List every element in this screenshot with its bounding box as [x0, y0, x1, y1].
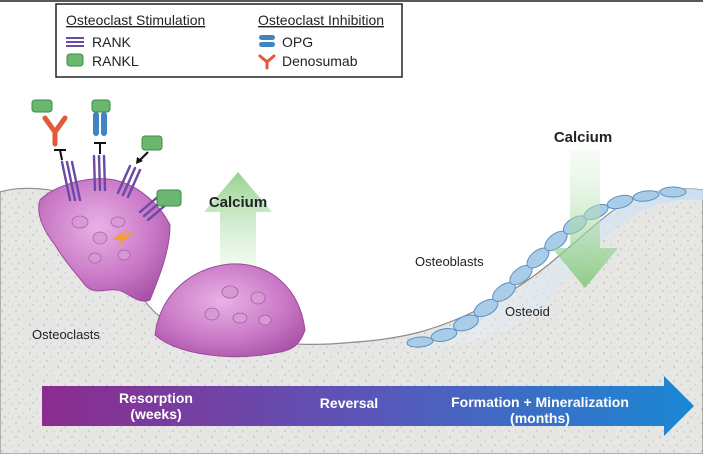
timeline-resorption-label: Resorption	[119, 390, 193, 406]
calcium-release-arrow	[204, 172, 272, 265]
legend-rankl-label: RANKL	[92, 53, 139, 69]
timeline-arrow	[42, 376, 694, 436]
activation-spark-icon	[112, 228, 134, 248]
legend-denosumab-label: Denosumab	[282, 53, 358, 69]
legend-opg-label: OPG	[282, 34, 313, 50]
timeline-formation-duration: (months)	[510, 410, 570, 426]
osteoid-layer	[400, 188, 703, 348]
rankl-ligand-icon	[66, 53, 84, 67]
osteoclast-cell-resting	[154, 263, 306, 358]
calcium-release-label: Calcium	[209, 194, 267, 211]
osteoclasts-label: Osteoclasts	[32, 327, 100, 342]
legend-rank-label: RANK	[92, 34, 132, 50]
legend-box	[55, 3, 403, 78]
timeline-resorption-duration: (weeks)	[130, 406, 181, 422]
resting-osteoclast-nuclei	[204, 285, 272, 326]
timeline-formation-label: Formation + Mineralization	[451, 394, 629, 410]
inhibition-markers	[54, 142, 106, 161]
osteoid-label: Osteoid	[505, 304, 550, 319]
opg-molecule	[91, 99, 111, 136]
rankl-free	[141, 135, 163, 151]
legend-inhibition-heading: Osteoclast Inhibition	[258, 12, 384, 28]
stimulation-arrowhead	[136, 157, 143, 164]
denosumab-antibody-icon	[258, 54, 276, 70]
legend-stimulation-heading: Osteoclast Stimulation	[66, 12, 205, 28]
timeline-reversal-label: Reversal	[320, 395, 378, 411]
osteoblasts-label: Osteoblasts	[415, 254, 484, 269]
opg-icon	[259, 35, 275, 47]
calcium-deposit-arrow	[552, 150, 618, 288]
rank-receptor-icon	[66, 37, 84, 47]
denosumab-antibody	[31, 99, 68, 147]
rankl-bound	[156, 189, 182, 207]
calcium-deposit-label: Calcium	[554, 129, 612, 146]
osteoclast-nuclei	[71, 215, 131, 264]
